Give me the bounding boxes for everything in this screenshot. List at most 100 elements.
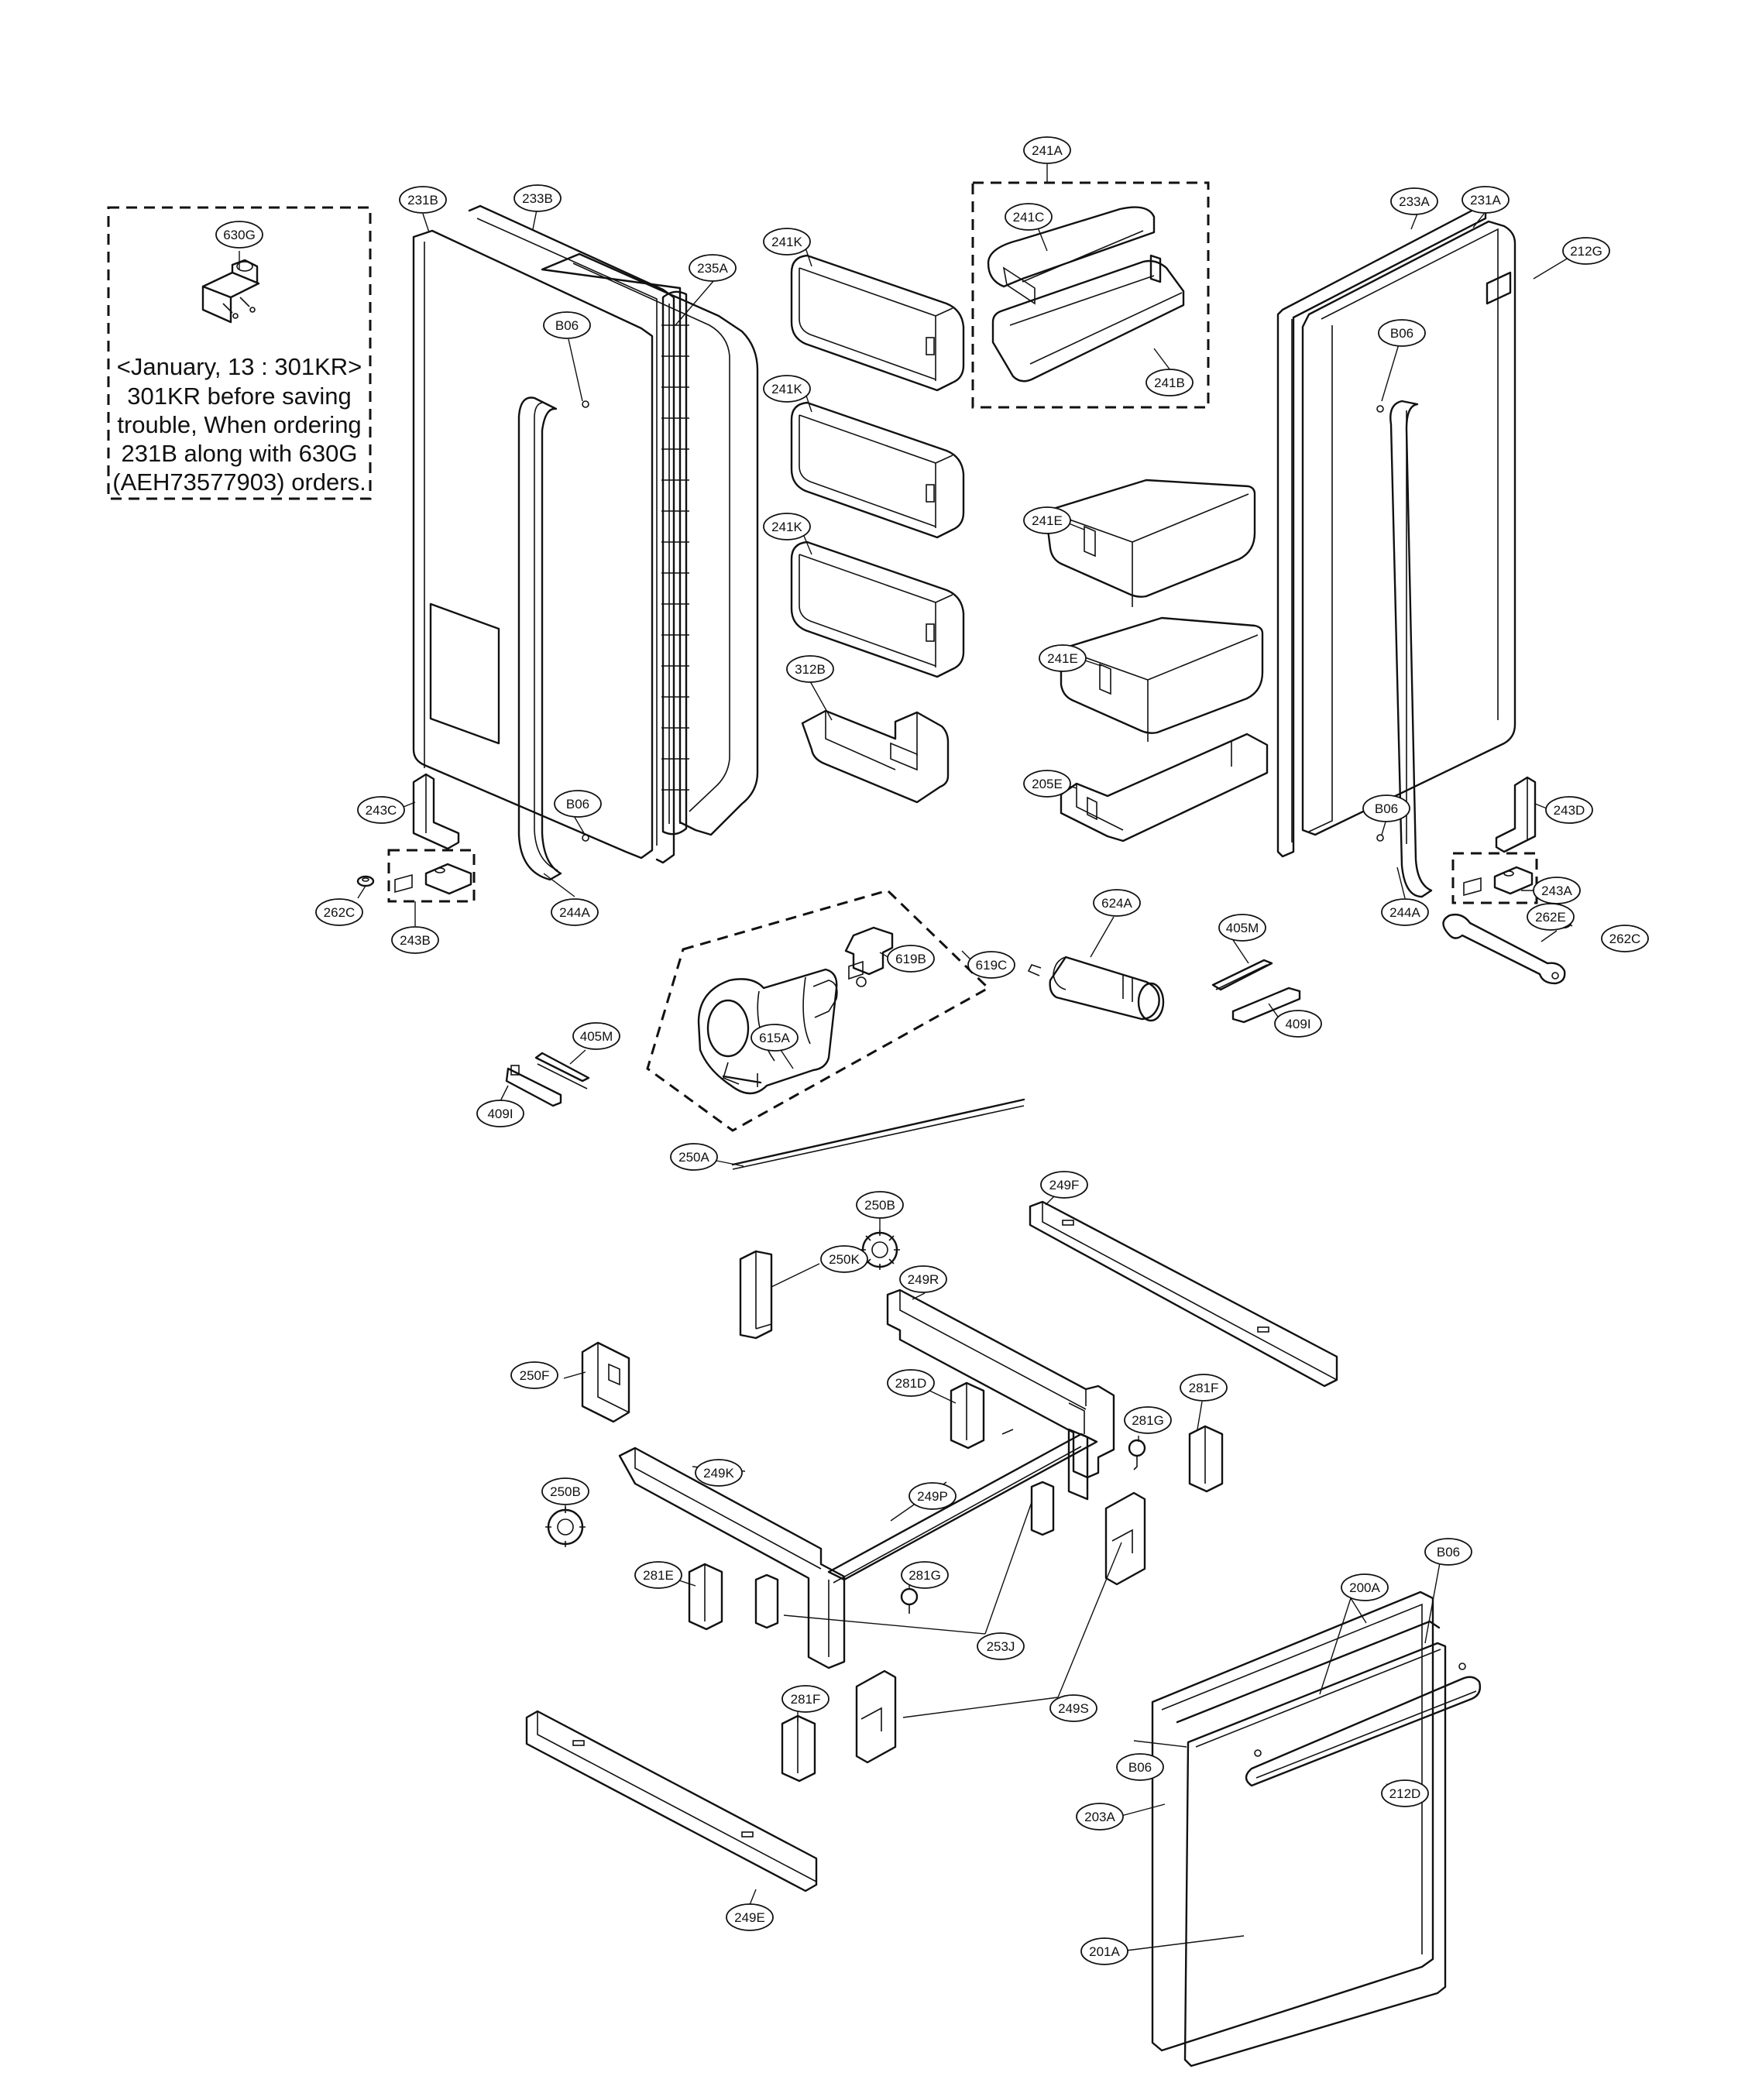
callout-text: 249P [917, 1489, 948, 1504]
callout-bubble [1381, 898, 1429, 926]
callout-bubble [786, 655, 834, 683]
slide-249s-left [855, 1669, 897, 1764]
callout-250k: 250K [820, 1245, 868, 1273]
callout-text: 281F [791, 1692, 821, 1707]
callout-405m-1: 405M [1218, 914, 1266, 942]
leader-lines [239, 164, 1581, 1952]
callout-249f: 249F [1040, 1171, 1088, 1199]
callout-text: 250B [550, 1484, 581, 1499]
callout-bubble [514, 184, 562, 212]
rail-249e [525, 1710, 818, 1892]
callout-text: 201A [1089, 1944, 1120, 1959]
callout-bubble [901, 1561, 949, 1589]
bracket-205e [1060, 733, 1269, 842]
door-bin-3 [790, 540, 965, 678]
callout-bubble [856, 1191, 904, 1219]
callout-bubble [689, 254, 737, 282]
callout-text: B06 [555, 318, 579, 333]
hinge-243c [412, 773, 460, 850]
bin-241e-1 [1044, 479, 1256, 607]
callout-bubble [1527, 903, 1575, 931]
callout-615a: 615A [750, 1024, 799, 1052]
callout-619b: 619B [887, 945, 935, 973]
callout-text: 281G [908, 1568, 941, 1583]
callout-text: 243C [366, 803, 397, 818]
callout-243d: 243D [1545, 796, 1593, 824]
callout-281g-1: 281G [1124, 1406, 1172, 1434]
callout-409i-2: 409I [476, 1100, 524, 1127]
callout-bubble [1039, 644, 1087, 672]
note-line-1: <January, 13 : 301KR> [117, 353, 362, 380]
callout-bubble [763, 228, 811, 256]
callout-250f: 250F [510, 1361, 558, 1389]
callout-text: 233A [1399, 194, 1430, 209]
callout-bubble [1424, 1538, 1472, 1566]
part-281d [950, 1381, 1014, 1450]
callout-text: 630G [223, 228, 256, 242]
callout-bubble [1362, 794, 1410, 822]
callout-241b: 241B [1146, 369, 1194, 396]
callout-text: B06 [1390, 326, 1413, 341]
callout-249s: 249S [1049, 1694, 1097, 1722]
callout-249r: 249R [899, 1265, 947, 1293]
callout-text: 312B [795, 662, 826, 677]
callout-text: B06 [1375, 801, 1398, 816]
callout-203a: 203A [1076, 1803, 1124, 1831]
filter-kit-619c [646, 889, 991, 1132]
callout-text: 231A [1470, 193, 1501, 208]
callout-text: 409I [487, 1107, 513, 1121]
callout-bubble [1093, 889, 1141, 917]
callout-619c: 619C [967, 951, 1015, 979]
callout-text: 249K [703, 1466, 734, 1481]
freezer-door [1151, 1590, 1482, 2067]
callout-text: 241C [1013, 210, 1045, 225]
callout-bubble [670, 1143, 718, 1171]
callout-bubble [1462, 186, 1510, 214]
holder-312b [801, 709, 950, 804]
callout-bubble [887, 1369, 935, 1397]
callout-text: 205E [1032, 777, 1063, 791]
callout-bubble [695, 1459, 743, 1487]
callout-text: 409I [1285, 1017, 1310, 1031]
callout-text: 249R [908, 1272, 939, 1287]
callout-243c: 243C [357, 796, 405, 824]
callout-231a: 231A [1462, 186, 1510, 214]
callout-201a: 201A [1080, 1937, 1128, 1965]
callout-b06-4: B06 [1362, 794, 1410, 822]
bin-241e-2 [1060, 616, 1264, 742]
callout-200a: 200A [1341, 1573, 1389, 1601]
callout-bubble [908, 1482, 957, 1510]
callout-262e: 262E [1527, 903, 1575, 931]
callout-text: 250K [829, 1252, 860, 1267]
callout-bubble [1180, 1374, 1228, 1402]
callout-b06-2: B06 [554, 790, 602, 818]
callout-text: 212D [1389, 1786, 1421, 1801]
callout-text: 624A [1101, 896, 1132, 911]
callout-bubble [820, 1245, 868, 1273]
callout-bubble [215, 221, 263, 249]
callout-243b: 243B [391, 926, 439, 954]
callout-bubble [1562, 237, 1610, 265]
callout-bubble [781, 1685, 830, 1713]
callout-bubble [541, 1477, 589, 1505]
callout-text: 241K [771, 520, 802, 534]
callout-262c-2: 262C [1601, 925, 1649, 952]
bracket-250f [581, 1341, 630, 1423]
callout-250b-1: 250B [856, 1191, 904, 1219]
callout-231b: 231B [399, 186, 447, 214]
washer-262c-left [356, 875, 375, 887]
strip-409i-left [505, 1065, 562, 1107]
callout-bubble [315, 898, 363, 926]
callout-312b: 312B [786, 655, 834, 683]
crossbar-249p [827, 1428, 1098, 1584]
callout-bubble [510, 1361, 558, 1389]
callout-405m-2: 405M [572, 1022, 620, 1050]
callout-281g-2: 281G [901, 1561, 949, 1589]
hinge-630g-icon [201, 259, 260, 324]
callout-233b: 233B [514, 184, 562, 212]
callout-241c: 241C [1005, 203, 1053, 231]
strip-405m-left [534, 1052, 590, 1089]
callout-bubble [967, 951, 1015, 979]
callout-bubble [763, 375, 811, 403]
